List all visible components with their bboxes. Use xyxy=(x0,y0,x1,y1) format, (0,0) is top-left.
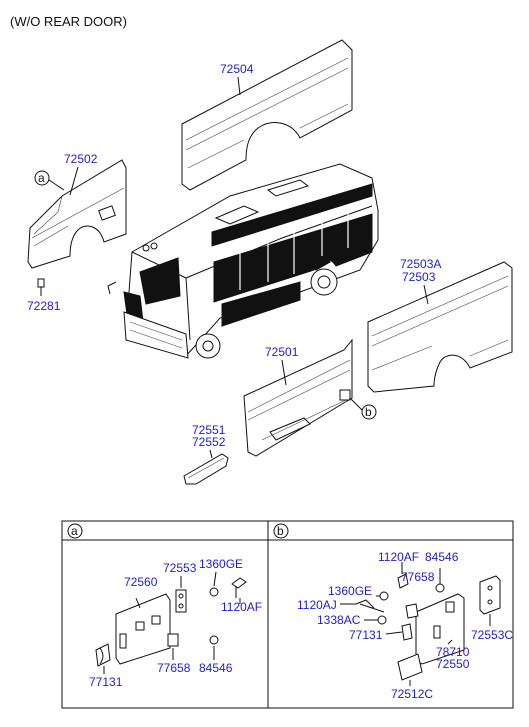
label-b-78710: 78710 xyxy=(436,645,470,659)
panel-72503 xyxy=(367,261,513,393)
label-72552: 72552 xyxy=(192,435,226,449)
panel-72502 xyxy=(27,159,127,269)
label-b-77658: 77658 xyxy=(401,570,435,584)
label-b-72550: 72550 xyxy=(436,657,470,671)
label-72501: 72501 xyxy=(265,345,299,359)
svg-text:a: a xyxy=(71,524,78,538)
clip-72281 xyxy=(37,278,45,296)
label-72503: 72503 xyxy=(402,270,436,284)
label-72281: 72281 xyxy=(27,299,61,313)
label-a-84546: 84546 xyxy=(199,661,233,675)
label-b-1360GE: 1360GE xyxy=(328,584,372,598)
label-b-77131: 77131 xyxy=(349,628,383,642)
label-b-1120AF: 1120AF xyxy=(378,550,419,564)
callout-a-main: a xyxy=(34,170,65,191)
label-72503A: 72503A xyxy=(400,257,441,271)
label-72504: 72504 xyxy=(220,62,254,76)
label-a-1360GE: 1360GE xyxy=(199,557,243,571)
label-a-72553: 72553 xyxy=(163,561,197,575)
svg-text:b: b xyxy=(277,524,284,538)
detail-b: b 1120AF 84546 1360GE 77658 1120AJ 133 xyxy=(273,523,513,701)
diagram-title: (W/O REAR DOOR) xyxy=(10,14,127,29)
svg-text:a: a xyxy=(38,171,45,185)
label-b-72512C: 72512C xyxy=(391,687,433,701)
label-a-1120AF: 1120AF xyxy=(221,600,262,614)
trim-72551 xyxy=(183,453,229,485)
bus-illustration xyxy=(107,163,379,359)
label-b-84546: 84546 xyxy=(425,550,459,564)
panel-72504 xyxy=(181,39,353,191)
svg-text:b: b xyxy=(365,405,372,419)
label-72551: 72551 xyxy=(192,423,226,437)
label-b-1120AJ: 1120AJ xyxy=(297,598,337,612)
detail-a: a 72553 1360GE 72560 1120AF 77131 xyxy=(67,523,262,689)
label-a-77658: 77658 xyxy=(157,661,191,675)
label-b-72553C: 72553C xyxy=(471,628,513,642)
label-b-1338AC: 1338AC xyxy=(317,613,361,627)
label-72502: 72502 xyxy=(64,152,98,166)
label-a-72560: 72560 xyxy=(124,575,158,589)
panel-72501 xyxy=(243,338,353,457)
label-a-77131: 77131 xyxy=(89,675,123,689)
callout-b-main: b xyxy=(349,397,377,420)
